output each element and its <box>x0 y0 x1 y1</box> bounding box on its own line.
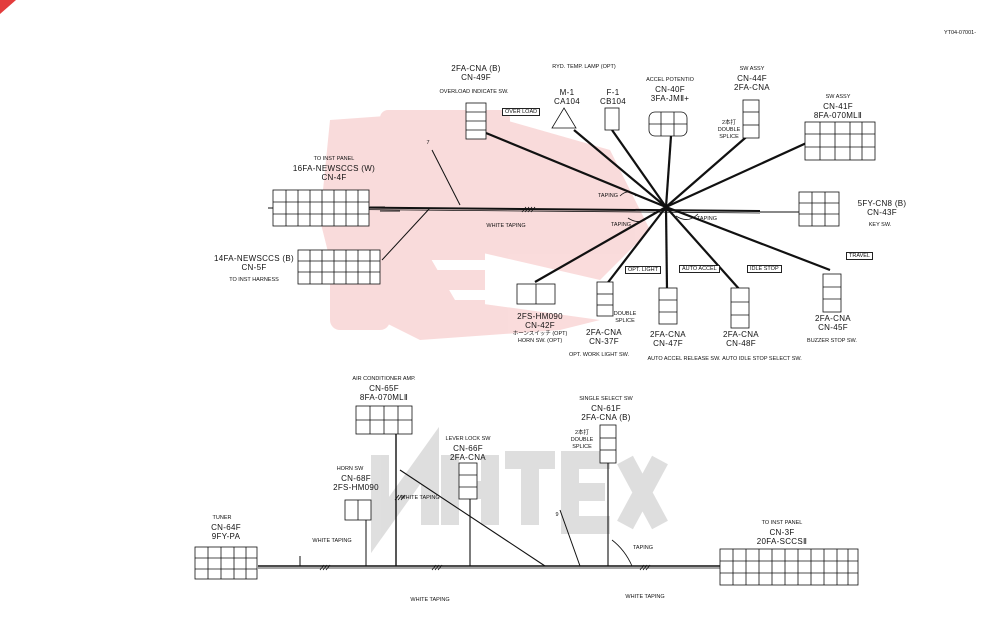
cn65f-cn: CN-65F <box>369 384 399 393</box>
cn61f-cn: CN-61F <box>591 404 621 413</box>
cn44f-desc: SW ASSY <box>739 66 765 72</box>
white-taping-label-3: WHITE TAPING <box>312 538 352 544</box>
cn65f-desc: AIR CONDITIONER AMP. <box>352 376 416 382</box>
taping-arrows <box>611 191 699 567</box>
cn66f-cn: CN-66F <box>453 444 483 453</box>
cn47f-tag: AUTO ACCEL <box>679 265 720 273</box>
cn37f-desc: OPT. WORK LIGHT SW. <box>568 352 630 358</box>
document-id: YT04-07001- <box>943 30 977 36</box>
lower-harness <box>258 432 720 569</box>
cn40f-code: 3FA-JMⅡ+ <box>650 94 690 103</box>
cn61f-splice-en: DOUBLE SPLICE <box>570 437 594 450</box>
cn45f-cn: CN-45F <box>818 323 848 332</box>
cn4f-desc: TO INST PANEL <box>313 156 355 162</box>
cn66f-code: 2FA-CNA <box>450 453 486 462</box>
cn43f-cn: CN-43F <box>867 208 897 217</box>
cn64f-code: 9FY-PA <box>211 532 241 541</box>
cn48f-tag: IDLE STOP <box>747 265 782 273</box>
cn44f-splice: 2本打 <box>721 120 737 126</box>
cn47f-desc: AUTO ACCEL RELEASE SW. <box>647 356 721 362</box>
ryd-f1-code: CB104 <box>600 97 626 106</box>
cn42f-desc: HORN SW. (OPT) <box>517 338 563 344</box>
cn47f-cn: CN-47F <box>653 339 683 348</box>
cn4f-cn: CN-4F <box>321 173 347 182</box>
cn40f-desc: ACCEL POTENTIO <box>646 77 694 83</box>
cn48f-cn: CN-48F <box>726 339 756 348</box>
ryd-m1: M-1 <box>559 88 575 97</box>
cn66f-desc: LEVER LOCK SW <box>445 436 491 442</box>
cn37f-cn: CN-37F <box>589 337 619 346</box>
cn3f-code: 20FA-SCCSⅡ <box>756 537 808 546</box>
ryd-desc: RYD. TEMP. LAMP (OPT) <box>552 64 616 70</box>
cn41f-code: 8FA-070MLⅡ <box>813 111 863 120</box>
cn49f-code: 2FA-CNA (B) <box>451 64 501 73</box>
cn49f-desc: OVERLOAD INDICATE SW. <box>439 89 509 95</box>
cn41f-desc: SW ASSY <box>825 94 851 100</box>
cn5f-code: 14FA-NEWSCCS (B) <box>214 254 294 263</box>
cn37f-tag: OPT. LIGHT <box>625 266 661 274</box>
cn43f-code: 5FY-CN8 (B) <box>857 199 907 208</box>
cn45f-code: 2FA-CNA <box>815 314 851 323</box>
cn41f-cn: CN-41F <box>823 102 853 111</box>
wire-number-9: 9 <box>555 512 559 518</box>
cn64f-desc: TUNER <box>212 515 232 521</box>
cn5f-cn: CN-5F <box>241 263 267 272</box>
cn64f-cn: CN-64F <box>211 523 241 532</box>
cn3f-desc: TO INST PANEL <box>761 520 803 526</box>
cn68f-cn: CN-68F <box>341 474 371 483</box>
corner-mark <box>0 0 16 14</box>
connector-shapes <box>194 99 876 586</box>
white-taping-label-5: WHITE TAPING <box>625 594 665 600</box>
cn42f-cn: CN-42F <box>525 321 555 330</box>
cn44f-cn: CN-44F <box>737 74 767 83</box>
cn61f-code: 2FA-CNA (B) <box>581 413 631 422</box>
ryd-m1-code: CA104 <box>554 97 580 106</box>
white-taping-label-2: WHITE TAPING <box>400 495 440 501</box>
white-taping-label-4: WHITE TAPING <box>410 597 450 603</box>
cn45f-desc: BUZZER STOP SW. <box>807 338 857 344</box>
cn4f-code: 16FA-NEWSCCS (W) <box>292 164 376 173</box>
cn48f-code: 2FA-CNA <box>723 330 759 339</box>
wire-number-7: 7 <box>426 140 430 146</box>
cn42f-jp: ホーンスイッチ (OPT) <box>512 331 568 337</box>
cn49f-tag: OVER LOAD <box>502 108 541 116</box>
cn37f-code: 2FA-CNA <box>586 328 622 337</box>
cn42f-code: 2FS-HM090 <box>517 312 563 321</box>
ryd-f1: F-1 <box>606 88 620 97</box>
cn61f-desc: SINGLE SELECT SW <box>579 396 633 402</box>
cn40f-cn: CN-40F <box>655 85 685 94</box>
cn44f-splice-en: DOUBLE SPLICE <box>717 127 741 140</box>
cn49f-cn: CN-49F <box>461 73 491 82</box>
taping-hatches <box>319 206 651 571</box>
cn65f-code: 8FA-070MLⅡ <box>359 393 409 402</box>
cn3f-cn: CN-3F <box>769 528 795 537</box>
taping-label-3: TAPING <box>696 216 718 222</box>
cn43f-desc: KEY SW. <box>868 222 892 228</box>
taping-label-1: TAPING <box>597 193 619 199</box>
taping-label-2: TAPING <box>610 222 632 228</box>
cn61f-splice: 2本打 <box>574 430 590 436</box>
cn68f-code: 2FS-HM090 <box>333 483 379 492</box>
cn44f-code: 2FA-CNA <box>734 83 770 92</box>
taping-label-4: TAPING <box>632 545 654 551</box>
cn68f-desc: HORN SW <box>336 466 364 472</box>
cn45f-tag: TRAVEL <box>846 252 873 260</box>
cn5f-desc: TO INST HARNESS <box>229 277 279 283</box>
cn48f-desc: AUTO IDLE STOP SELECT SW. <box>722 356 802 362</box>
watermark-text <box>371 426 668 554</box>
cn37f-splice: DOUBLE SPLICE <box>613 311 637 324</box>
cn47f-code: 2FA-CNA <box>650 330 686 339</box>
white-taping-label-1: WHITE TAPING <box>486 223 526 229</box>
